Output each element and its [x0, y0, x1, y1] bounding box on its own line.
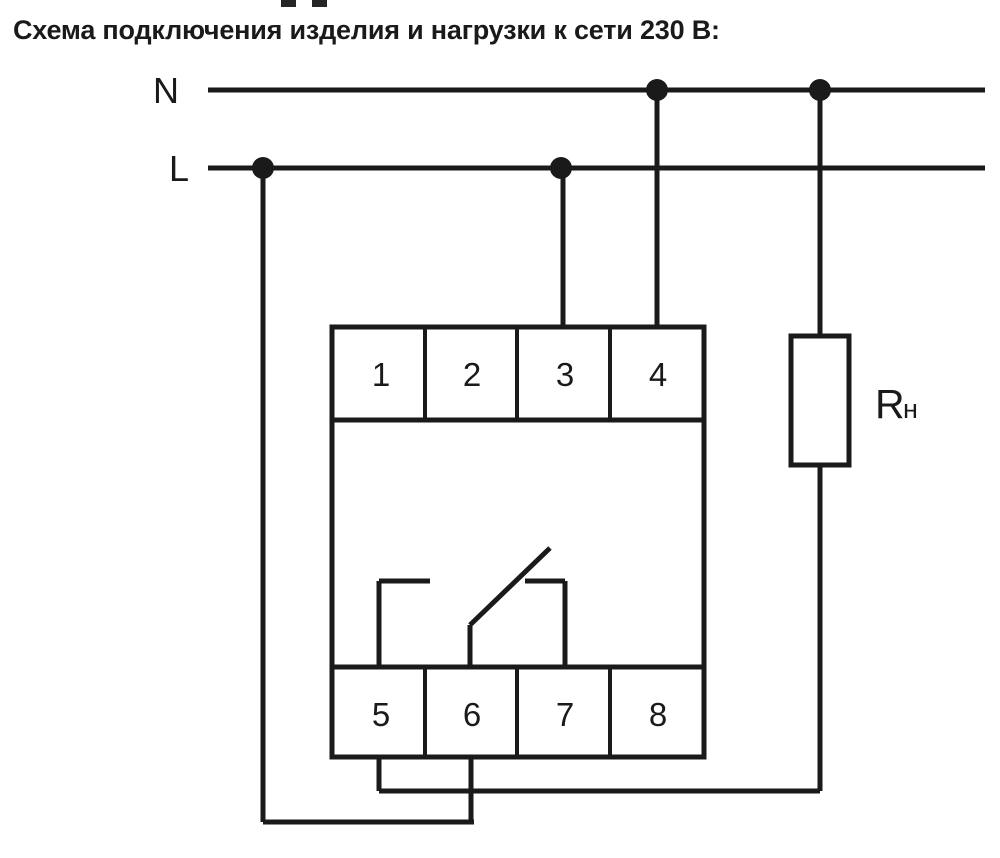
terminal-label-2: 2: [463, 356, 481, 393]
terminal-label-6: 6: [463, 696, 481, 733]
terminal-label-3: 3: [556, 356, 574, 393]
line-rail-label: L: [169, 148, 189, 189]
neutral-rail-label: N: [153, 70, 179, 111]
cropped-text-fragment-left: [281, 0, 296, 7]
page-title: Схема подключения изделия и нагрузки к с…: [13, 15, 720, 45]
terminal-label-4: 4: [649, 356, 667, 393]
junction-dot-line-left: [252, 157, 274, 179]
relay-moving-contact-arm: [468, 546, 552, 627]
load-label-subscript: н: [903, 394, 918, 424]
load-resistor-body: [788, 333, 852, 468]
junction-dot-neutral-terminal4: [646, 79, 668, 101]
terminal-label-8: 8: [649, 696, 667, 733]
junction-dot-neutral-load: [809, 79, 831, 101]
terminal-label-5: 5: [372, 696, 390, 733]
cropped-text-fragment-right: [312, 0, 327, 7]
terminal-label-1: 1: [372, 356, 390, 393]
load-label-main: R: [875, 381, 905, 427]
terminal-label-7: 7: [556, 696, 574, 733]
junction-dot-line-terminal3: [550, 157, 572, 179]
